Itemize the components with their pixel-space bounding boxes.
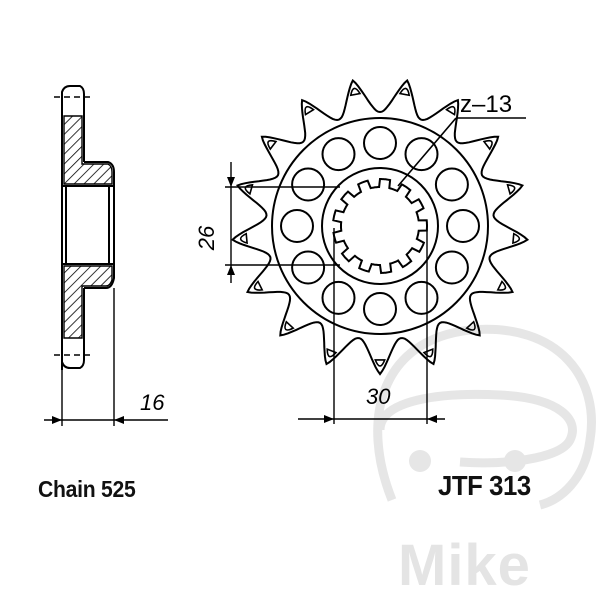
spline-width-dimension: 30 <box>366 384 391 409</box>
part-number-label: JTF 313 <box>438 470 531 501</box>
chain-size-label: Chain 525 <box>38 476 136 502</box>
hub-width-dimension: 16 <box>140 390 165 415</box>
spline-height-dimension: 26 <box>194 225 219 251</box>
teeth-count-label: z–13 <box>460 91 512 118</box>
watermark-text: Mike <box>398 533 531 598</box>
